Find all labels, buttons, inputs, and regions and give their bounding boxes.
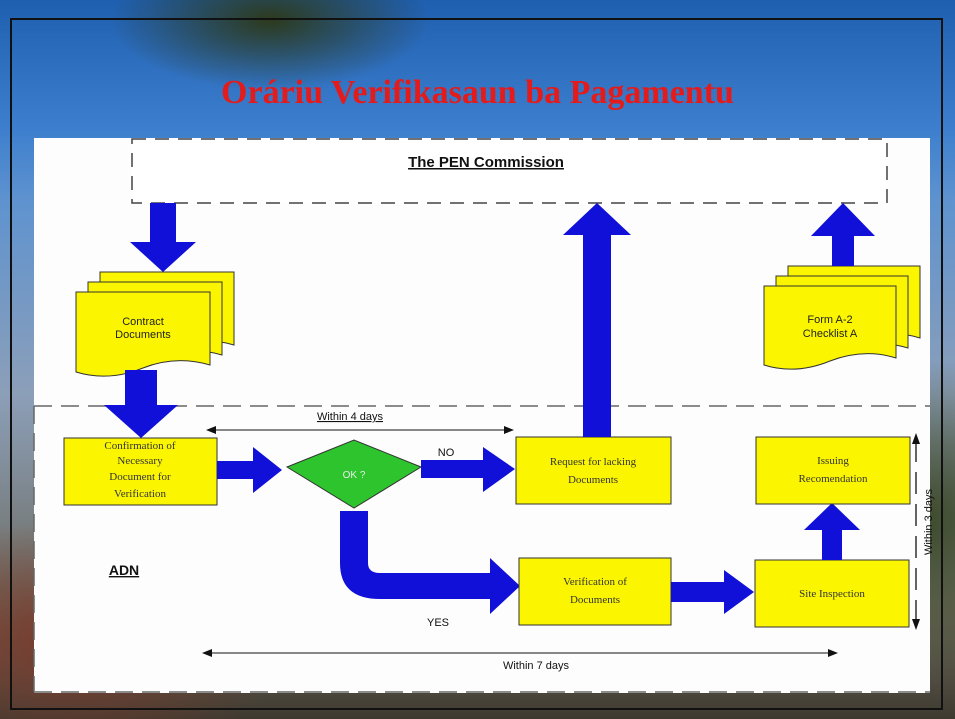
- arrow-down-contract: [104, 370, 178, 438]
- form-line-2: Checklist A: [803, 328, 858, 340]
- arrow-no: [421, 447, 515, 492]
- yes-label: YES: [427, 617, 449, 629]
- form-line-1: Form A-2: [807, 314, 852, 326]
- arrow-up-form: [811, 203, 875, 266]
- adn-label: ADN: [109, 562, 139, 578]
- issuing-box: [755, 436, 911, 505]
- verification-line-1: Verification of: [563, 576, 627, 588]
- contract-documents: Contract Documents: [75, 271, 235, 377]
- issuing-line-2: Recomendation: [798, 473, 868, 485]
- three-days-label: Within 3 days: [923, 488, 935, 555]
- confirmation-line-3: Document for: [109, 471, 171, 483]
- confirmation-line-2: Necessary: [117, 455, 163, 467]
- arrow-to-decision: [217, 447, 282, 493]
- arrow-down-commission: [130, 203, 196, 272]
- confirmation-line-4: Verification: [114, 488, 166, 500]
- issuing-line-1: Issuing: [817, 455, 849, 467]
- contract-line-2: Documents: [115, 329, 171, 341]
- request-line-1: Request for lacking: [550, 456, 637, 468]
- confirmation-line-1: Confirmation of: [104, 440, 176, 452]
- arrow-yes: [340, 511, 520, 614]
- slide-title: Oráriu Verifikasaun ba Pagamentu: [221, 74, 734, 111]
- contract-line-1: Contract: [122, 316, 164, 328]
- confirmation-box: [63, 437, 218, 506]
- verification-line-2: Documents: [570, 594, 620, 606]
- form-documents: Form A-2 Checklist A: [763, 265, 921, 370]
- seven-days-label: Within 7 days: [503, 660, 570, 672]
- arrow-to-site: [671, 570, 754, 614]
- request-line-2: Documents: [568, 474, 618, 486]
- arrow-up-site: [804, 503, 860, 560]
- request-box: [515, 436, 672, 505]
- decision-label: OK ?: [343, 470, 366, 481]
- verification-box: [518, 557, 672, 626]
- arrow-up-request: [563, 203, 631, 437]
- site-box: [754, 559, 910, 628]
- site-line-1: Site Inspection: [799, 588, 865, 600]
- commission-label: The PEN Commission: [408, 154, 564, 171]
- four-days-label: Within 4 days: [317, 411, 384, 423]
- slide-frame: [10, 18, 943, 710]
- commission-box: [131, 138, 888, 204]
- no-label: NO: [438, 447, 455, 459]
